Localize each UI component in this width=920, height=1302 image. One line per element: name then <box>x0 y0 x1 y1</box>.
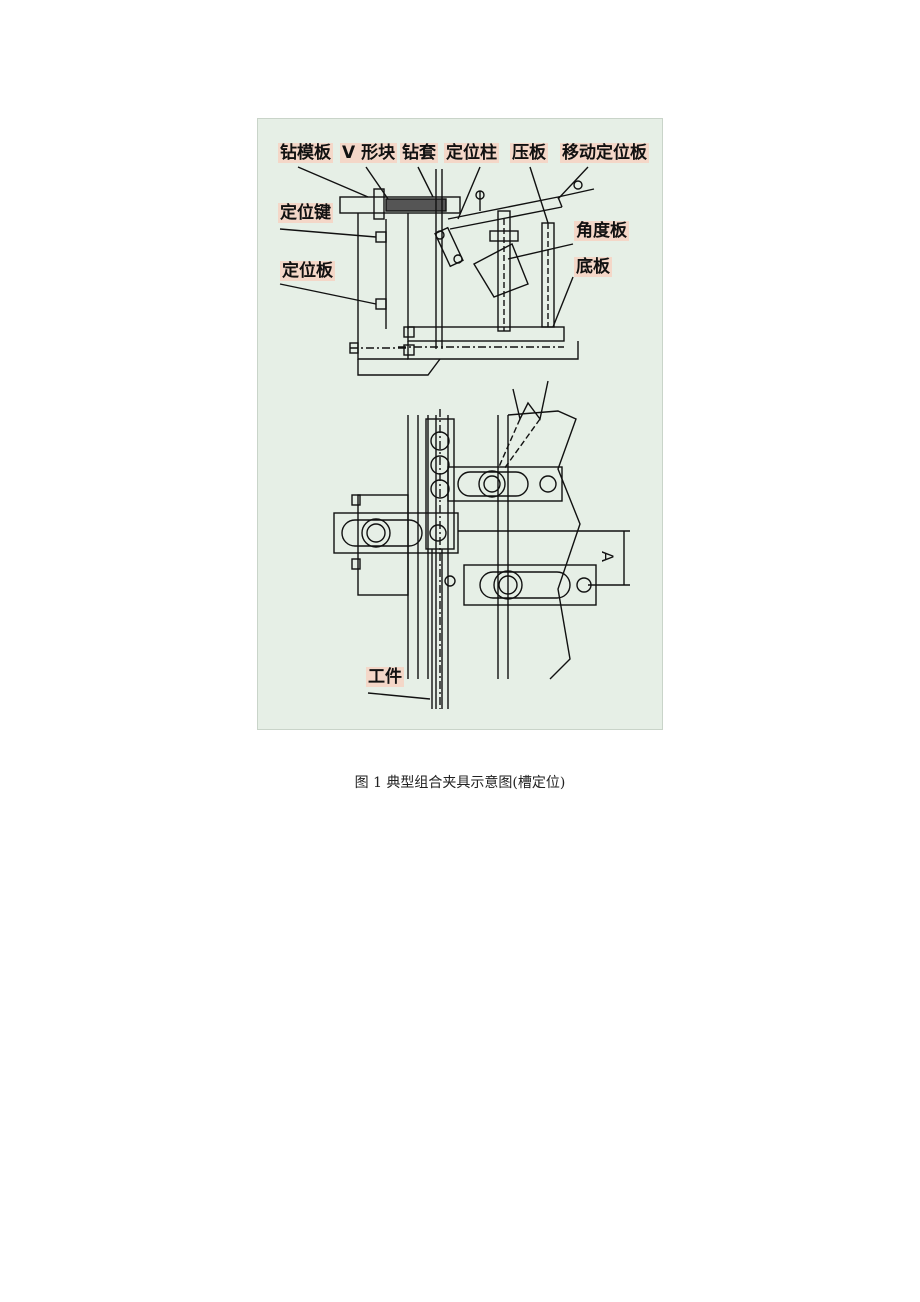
label-base-plate: 底板 <box>574 257 612 277</box>
label-drill-bushing: 钻套 <box>400 143 438 163</box>
label-locating-plate: 定位板 <box>280 261 335 281</box>
label-drill-template-plate: 钻模板 <box>278 143 333 163</box>
figure-caption: 图 1 典型组合夹具示意图(槽定位) <box>354 775 566 791</box>
label-locating-key: 定位键 <box>278 203 333 223</box>
label-angle-plate: 角度板 <box>574 221 629 241</box>
label-movable-locating-plate: 移动定位板 <box>560 143 649 163</box>
label-v-block: V 形块 <box>340 143 398 163</box>
base-plate-shape <box>407 326 565 342</box>
label-dimension-a: A <box>597 551 617 562</box>
label-workpiece: 工件 <box>366 667 404 687</box>
fixture-figure: 钻模板 V 形块 钻套 定位柱 压板 移动定位板 定位键 角度板 定位板 底板 … <box>257 118 663 730</box>
label-locating-pin: 定位柱 <box>444 143 499 163</box>
clamp-plate-shape <box>447 196 559 220</box>
locating-pin-shape <box>434 226 464 268</box>
fixture-drawing <box>279 166 630 709</box>
label-clamp-plate: 压板 <box>510 143 548 163</box>
angle-plate-shape <box>473 243 529 298</box>
drill-template-plate-shape <box>339 196 461 214</box>
locating-key-shape <box>375 231 387 243</box>
